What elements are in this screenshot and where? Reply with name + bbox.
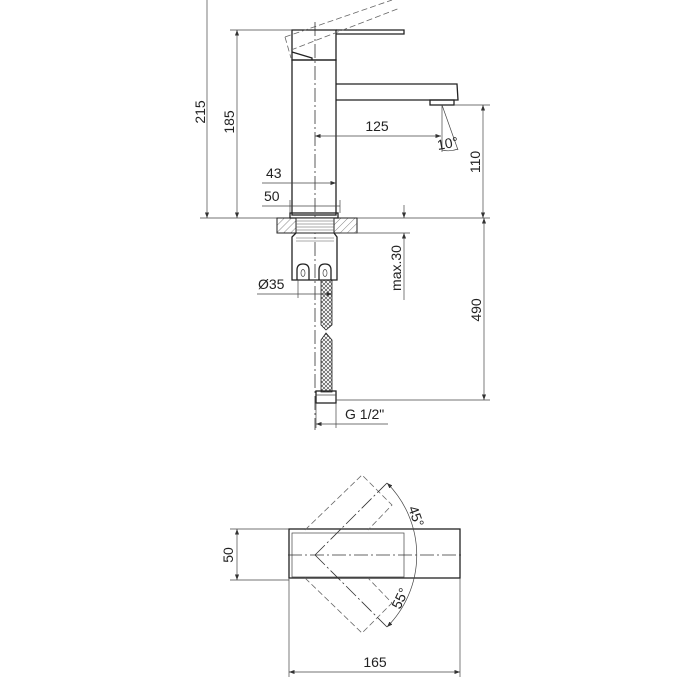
svg-text:215: 215 xyxy=(192,100,208,124)
svg-text:50: 50 xyxy=(264,188,280,204)
svg-text:50: 50 xyxy=(220,547,236,563)
dim-max-thickness: max.30 xyxy=(340,205,410,300)
svg-text:110: 110 xyxy=(467,151,483,174)
side-view: 215 185 125 10° 110 43 xyxy=(192,0,490,430)
dim-spout-height: 110 xyxy=(454,104,490,218)
svg-text:125: 125 xyxy=(365,118,389,134)
dim-top-width: 50 xyxy=(220,528,289,581)
dim-base-width: 50 xyxy=(262,188,341,213)
dim-rotation-left: 45° xyxy=(405,504,427,529)
svg-text:45°: 45° xyxy=(405,504,427,529)
dim-spout-reach: 125 xyxy=(315,118,441,139)
dim-shank-diameter: Ø35 xyxy=(257,276,332,298)
svg-text:55°: 55° xyxy=(388,585,411,611)
dim-body-height: 185 xyxy=(221,30,240,218)
svg-text:max.30: max.30 xyxy=(388,245,404,291)
dim-spout-angle: 10° xyxy=(436,104,460,153)
top-view: 45° 55° 50 165 xyxy=(220,474,462,677)
svg-text:Ø35: Ø35 xyxy=(258,276,285,292)
dim-rotation-right: 55° xyxy=(388,585,411,611)
mounting-shank xyxy=(276,217,358,281)
faucet-body xyxy=(284,0,459,219)
svg-text:G 1/2": G 1/2" xyxy=(345,406,384,422)
svg-text:165: 165 xyxy=(363,654,387,670)
svg-text:10°: 10° xyxy=(436,134,460,153)
dim-total-height: 215 xyxy=(192,0,210,218)
dim-body-width: 43 xyxy=(262,165,336,186)
svg-text:43: 43 xyxy=(266,165,282,181)
svg-text:185: 185 xyxy=(221,110,237,134)
svg-text:490: 490 xyxy=(468,298,484,322)
dim-top-length: 165 xyxy=(288,578,461,677)
dim-connection-thread: G 1/2" xyxy=(315,403,388,428)
dim-hose-length: 490 xyxy=(336,218,490,401)
braided-hose xyxy=(315,279,337,404)
